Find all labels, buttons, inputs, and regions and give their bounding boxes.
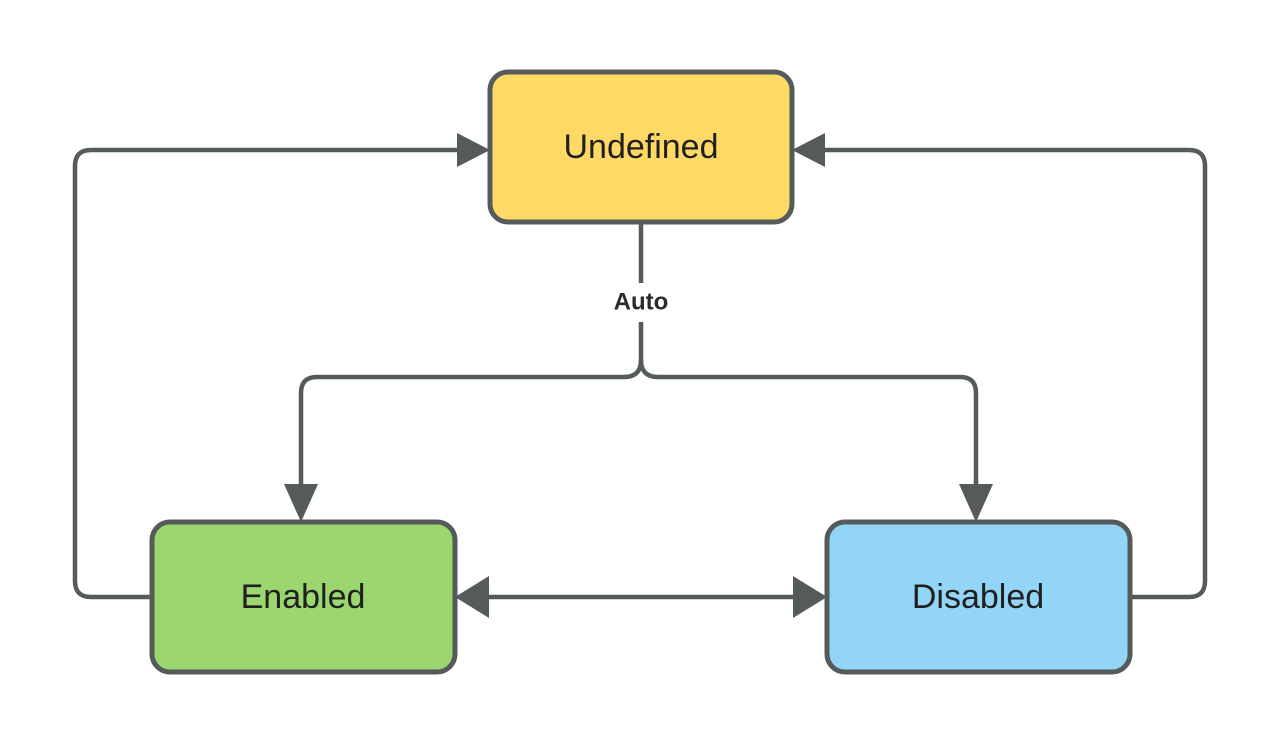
arrowhead-into-disabled-left [793, 576, 827, 618]
node-enabled[interactable]: Enabled [149, 519, 458, 675]
edge-undefined-to-enabled[interactable] [284, 374, 624, 522]
edge-label-auto: Auto [614, 288, 669, 315]
node-undefined-shape [487, 69, 795, 225]
arrowhead-into-undefined-left [457, 133, 490, 167]
node-undefined-label: Undefined [563, 128, 718, 166]
node-enabled-label: Enabled [241, 578, 366, 616]
edge-path-disabled-to-undefined [825, 147, 1208, 600]
junction-fillet-left [623, 359, 644, 380]
node-disabled[interactable]: Disabled [824, 519, 1133, 675]
node-disabled-shape [824, 519, 1133, 675]
edge-path-undefined-to-enabled [298, 374, 624, 484]
node-enabled-shape [149, 519, 458, 675]
edge-disabled-to-undefined[interactable] [792, 133, 1208, 600]
arrowhead-into-enabled-right [455, 576, 489, 618]
node-undefined[interactable]: Undefined [487, 69, 795, 225]
node-disabled-label: Disabled [912, 578, 1044, 616]
edge-enabled-to-undefined[interactable] [72, 133, 490, 600]
edge-undefined-to-disabled[interactable] [658, 374, 993, 522]
arrowhead-into-enabled-top [284, 484, 318, 522]
junction-fillet-right [638, 359, 659, 380]
arrowhead-into-undefined-right [792, 133, 825, 167]
arrowhead-into-disabled-top [959, 484, 993, 522]
edge-path-undefined-to-disabled [658, 374, 979, 484]
edge-enabled-to-disabled[interactable] [455, 576, 827, 618]
edge-auto-split-junction [623, 359, 659, 380]
edge-path-enabled-to-undefined [72, 147, 457, 600]
